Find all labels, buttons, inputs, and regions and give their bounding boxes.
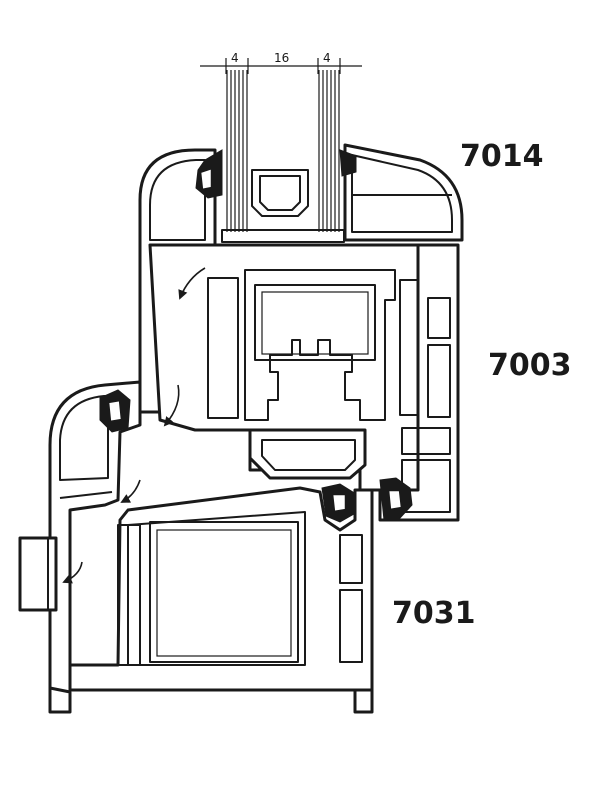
drainage-arrow-bottom bbox=[62, 561, 83, 584]
glazing-dimension: 4 16 4 bbox=[200, 51, 362, 74]
central-transom bbox=[248, 428, 367, 480]
lower-sash-profile bbox=[18, 380, 374, 714]
label-7014: 7014 bbox=[460, 139, 544, 174]
drainage-arrow-lower bbox=[120, 479, 141, 503]
dimension-left-pane: 4 bbox=[231, 51, 239, 65]
drainage-arrow-middle bbox=[163, 384, 180, 427]
label-7031: 7031 bbox=[392, 596, 476, 631]
drainage-arrow-top bbox=[178, 267, 206, 300]
dimension-right-pane: 4 bbox=[323, 51, 331, 65]
dimension-gap: 16 bbox=[274, 51, 289, 65]
glass-spacer bbox=[251, 169, 309, 217]
label-7003: 7003 bbox=[488, 348, 572, 383]
glass-pane-right bbox=[318, 70, 340, 232]
frame-profile bbox=[378, 243, 460, 522]
glazing-block bbox=[221, 229, 345, 243]
glass-pane-left bbox=[226, 70, 248, 232]
glass-unit bbox=[221, 70, 345, 243]
